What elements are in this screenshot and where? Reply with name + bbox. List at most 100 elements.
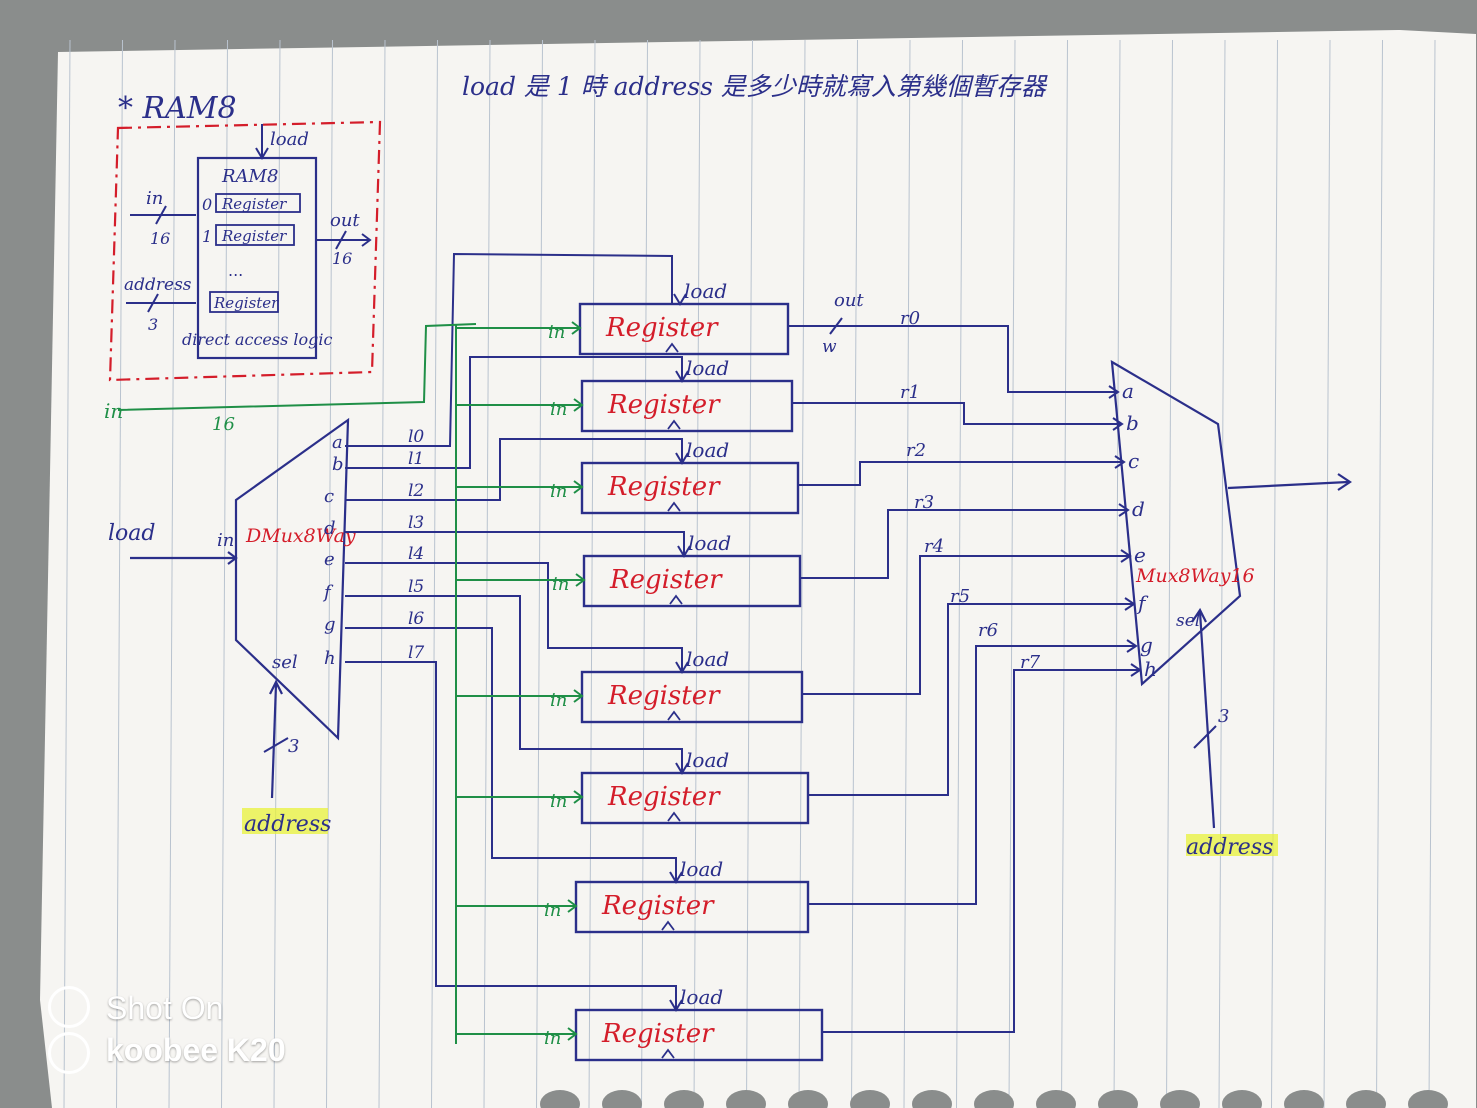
register-4-in-label: in xyxy=(550,690,567,711)
overview-out-label: out xyxy=(330,210,360,231)
overview-out-width: 16 xyxy=(332,249,352,268)
overview-load-label: load xyxy=(270,129,309,150)
register-5-clock-icon xyxy=(667,811,681,822)
ruled-line xyxy=(431,39,438,1108)
row1-index: 1 xyxy=(202,227,212,246)
register-0-clock-icon xyxy=(665,342,679,353)
overview-address-width: 3 xyxy=(148,315,158,334)
register-4-clock-icon xyxy=(667,710,681,721)
register-0-in-arrow xyxy=(571,321,582,335)
dmux-port-h: h xyxy=(324,648,336,669)
overview-in-label: in xyxy=(146,188,163,209)
overview-address-label: address xyxy=(124,275,192,295)
register-2-in-label: in xyxy=(550,481,567,502)
register-6-clock-icon xyxy=(661,920,675,931)
ruled-line xyxy=(168,39,176,1108)
dmux-name: DMux8Way xyxy=(245,525,356,547)
register-6-in-label: in xyxy=(544,900,561,921)
in-bus-wire xyxy=(117,323,477,411)
paper-sheet xyxy=(40,30,1476,1108)
binder-hole xyxy=(1036,1090,1076,1108)
ruled-line xyxy=(1166,39,1173,1108)
register-6-out-wire xyxy=(808,645,1136,905)
ruled-line xyxy=(903,39,911,1108)
load-wire-0 xyxy=(345,252,673,447)
ruled-line xyxy=(588,39,596,1108)
register-4-load-label: load xyxy=(686,647,729,671)
in-width-slash xyxy=(155,205,167,225)
register-3-out-arrow xyxy=(1118,503,1130,517)
watermark-line1: Shot On xyxy=(106,990,224,1026)
binder-hole xyxy=(726,1090,766,1108)
dmux-wire-label-5: l5 xyxy=(408,577,424,597)
register-out-width-slash xyxy=(829,317,843,335)
ruled-line xyxy=(273,39,281,1108)
binder-hole xyxy=(1160,1090,1200,1108)
mux-output-wire xyxy=(1227,480,1349,490)
ruled-line xyxy=(378,39,386,1108)
mux-port-d: d xyxy=(1132,497,1145,521)
register-5-load-label: load xyxy=(686,748,729,772)
register-2-out-arrow xyxy=(1114,455,1126,469)
row0-index: 0 xyxy=(202,195,212,214)
register-6-out-arrow xyxy=(1126,639,1138,653)
ruled-line xyxy=(1271,39,1278,1108)
dmux-wire-label-2: l2 xyxy=(408,481,424,501)
overview-register-0 xyxy=(215,193,301,213)
mux-sel-arrow xyxy=(1191,607,1207,623)
ruled-line xyxy=(483,39,491,1108)
dmux-in-label: in xyxy=(217,530,234,551)
load-wire-5 xyxy=(345,595,683,773)
register-4-out-wire xyxy=(802,555,1130,695)
register-1-in-label: in xyxy=(550,399,567,420)
register-6-load-label: load xyxy=(680,857,723,881)
overview-heading: * RAM8 xyxy=(118,91,237,126)
dmux8way-block xyxy=(234,417,350,741)
register-4-out-label: r4 xyxy=(924,536,944,557)
register-1-label: Register xyxy=(607,390,721,420)
ruled-line xyxy=(63,39,71,1108)
binder-hole xyxy=(1222,1090,1262,1108)
ruled-line xyxy=(746,39,753,1108)
dmux-sel-width: 3 xyxy=(288,736,299,757)
register-0-in-label: in xyxy=(548,322,565,343)
register-1-out-label: r1 xyxy=(900,382,920,403)
register-2-clock-icon xyxy=(667,501,681,512)
binder-hole xyxy=(602,1090,642,1108)
dmux-address-label: address xyxy=(244,812,331,837)
page-title: load 是 1 時 address 是多少時就寫入第幾個暫存器 xyxy=(462,72,1048,101)
register-2-label: Register xyxy=(607,472,721,502)
register-out-width: w xyxy=(822,337,837,357)
dmux-wire-label-3: l3 xyxy=(408,513,424,533)
dmux-port-a: a xyxy=(332,432,343,453)
register-7-out-label: r7 xyxy=(1020,652,1041,673)
ruled-line xyxy=(956,39,963,1108)
binder-hole xyxy=(1098,1090,1138,1108)
mux-port-c: c xyxy=(1128,449,1139,473)
mux-port-e: e xyxy=(1134,543,1146,567)
dmux-sel-arrow xyxy=(269,679,283,695)
watermark-line2: koobee K20 xyxy=(106,1032,286,1068)
dmux-port-e: e xyxy=(324,549,335,570)
main-load-label: load xyxy=(108,521,155,546)
binder-hole xyxy=(1408,1090,1448,1108)
out-width-slash xyxy=(335,230,347,250)
ruled-line xyxy=(326,39,333,1108)
address-width-slash xyxy=(147,293,159,313)
mux-sel-label: sel xyxy=(1176,611,1200,631)
register-4-in-arrow xyxy=(573,689,584,703)
load-wire-6 xyxy=(345,627,677,882)
register-7-in-arrow xyxy=(567,1027,578,1041)
dmux-wire-label-4: l4 xyxy=(408,544,424,564)
dmux-wire-label-1: l1 xyxy=(408,449,424,469)
ruled-line xyxy=(798,39,806,1108)
register-0-label: Register xyxy=(605,313,719,343)
camera-watermark: Shot On koobee K20 xyxy=(48,982,368,1082)
binder-holes xyxy=(540,1090,1448,1108)
ram8-overview: * RAM8 RAM8 load in 16 0 Register 1 Regi… xyxy=(108,91,382,382)
load-wire-3 xyxy=(345,531,685,556)
binder-hole xyxy=(912,1090,952,1108)
mux-sel-width-slash xyxy=(1193,725,1217,749)
